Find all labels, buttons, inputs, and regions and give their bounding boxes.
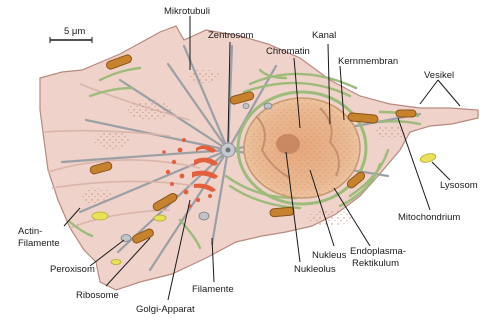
label-mitochondrium: Mitochondrium (398, 212, 460, 223)
label-nukleolus: Nukleolus (294, 264, 336, 275)
label-lysosom: Lysosom (440, 180, 478, 191)
label-actin-line1: Actin- (18, 226, 42, 237)
label-chromatin: Chromatin (266, 46, 310, 57)
scale-bar-label: 5 μm (64, 26, 85, 37)
label-mikrotubuli: Mikrotubuli (164, 6, 210, 17)
nucleus (238, 92, 366, 204)
label-endoplasma-line2: Rektikulum (352, 258, 399, 269)
label-filamente: Filamente (192, 284, 234, 295)
label-kernmembran: Kernmembran (338, 56, 398, 67)
label-actin-line2: Filamente (18, 238, 60, 249)
label-vesikel: Vesikel (424, 70, 454, 81)
label-endoplasma-line1: Endoplasma- (350, 246, 406, 257)
label-zentrosom: Zentrosom (208, 30, 253, 41)
label-peroxisom: Peroxisom (50, 264, 95, 275)
centrosome (221, 143, 235, 157)
label-ribosome: Ribosome (76, 290, 119, 301)
label-golgi-apparat: Golgi-Apparat (136, 304, 195, 315)
scale-bar: 5 μm (50, 26, 92, 43)
label-nukleus: Nukleus (312, 250, 347, 261)
label-kanal: Kanal (312, 30, 336, 41)
